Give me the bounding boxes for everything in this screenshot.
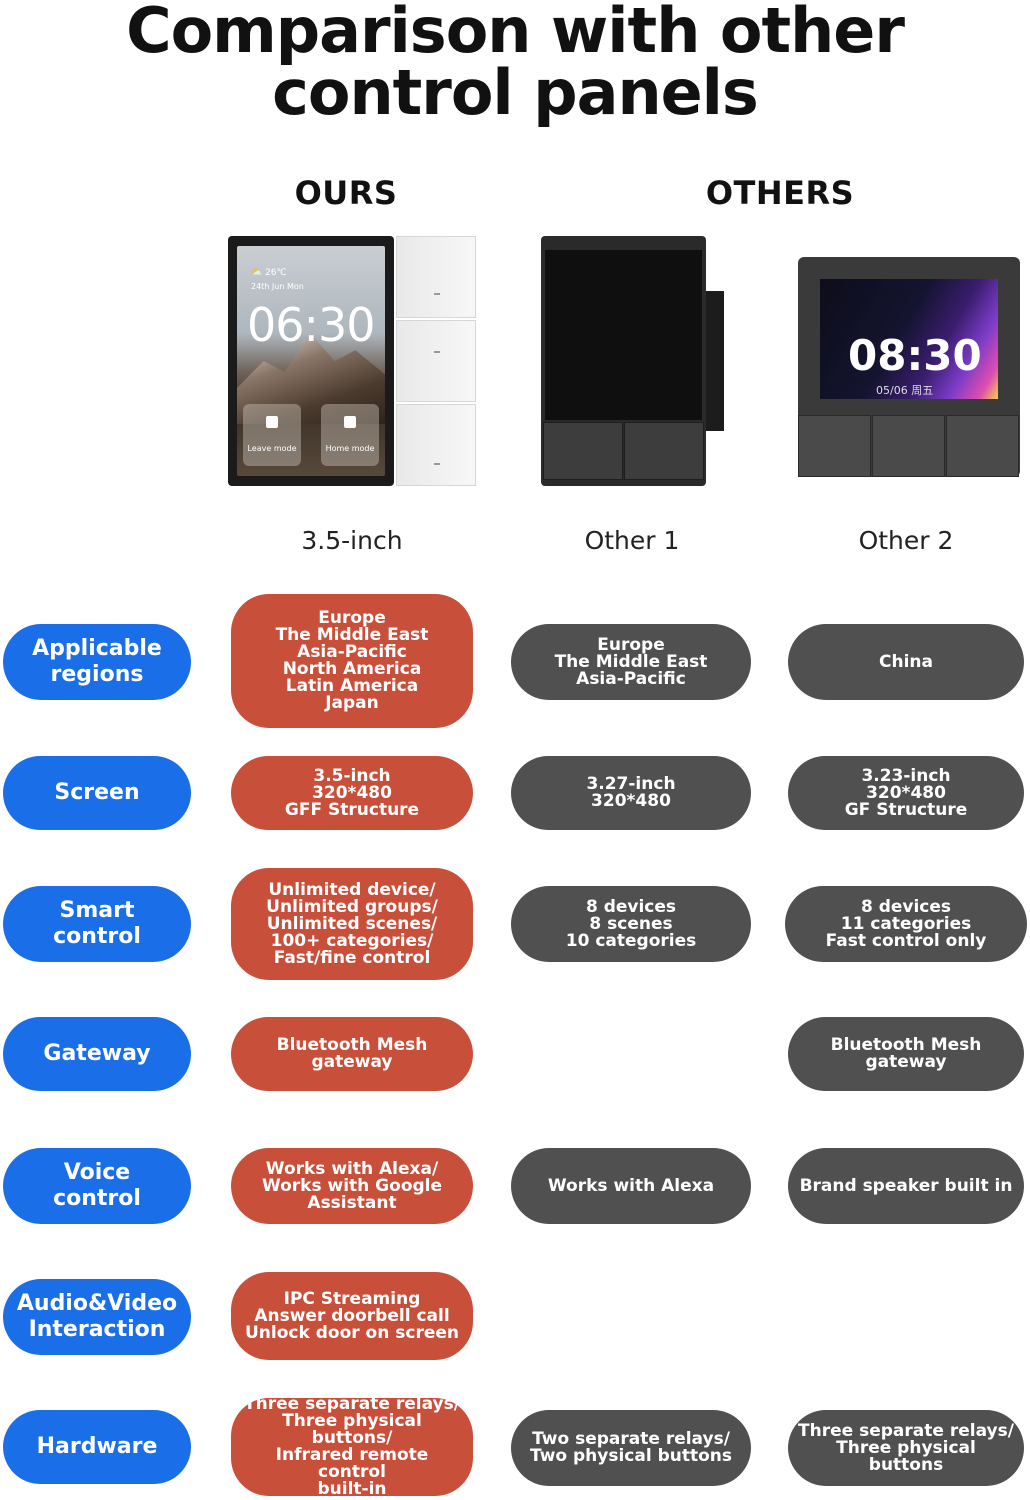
other1-screen: 3.27-inch 320*480: [511, 756, 751, 830]
ours-panel-display: ⛅ 26℃ 24th Jun Mon 06:30 Leave mode Home…: [237, 246, 385, 476]
ours-panel-image: ⛅ 26℃ 24th Jun Mon 06:30 Leave mode Home…: [228, 236, 476, 486]
clock-text: 06:30: [247, 298, 376, 352]
category-audio-video: Audio&Video Interaction: [3, 1279, 191, 1355]
date-text: 05/06 周五: [876, 384, 934, 397]
other2-screen: 3.23-inch 320*480 GF Structure: [788, 756, 1024, 830]
home-icon: [266, 416, 278, 428]
other1-applicable-regions: Europe The Middle East Asia-Pacific: [511, 624, 751, 700]
physical-button: [946, 415, 1019, 477]
other2-voice-control: Brand speaker built in: [788, 1148, 1024, 1224]
other1-hardware: Two separate relays/ Two physical button…: [511, 1410, 751, 1486]
ours-panel-screen: ⛅ 26℃ 24th Jun Mon 06:30 Leave mode Home…: [228, 236, 394, 486]
physical-button: [624, 422, 704, 480]
home-icon: [344, 416, 356, 428]
weather-readout: ⛅ 26℃: [251, 268, 287, 278]
other2-hardware: Three separate relays/ Three physical bu…: [788, 1410, 1024, 1486]
ours-heading: OURS: [294, 174, 398, 212]
panel-body: [541, 236, 706, 486]
leave-mode-label: Leave mode: [247, 444, 297, 453]
category-gateway: Gateway: [3, 1017, 191, 1091]
physical-button: [872, 415, 945, 477]
home-mode-label: Home mode: [325, 444, 375, 453]
other2-gateway: Bluetooth Mesh gateway: [788, 1017, 1024, 1091]
temperature-text: 26℃: [265, 268, 287, 278]
ours-hardware: Three separate relays/ Three physical bu…: [231, 1396, 473, 1498]
category-screen: Screen: [3, 756, 191, 830]
physical-button: [396, 236, 476, 318]
ours-smart-control: Unlimited device/ Unlimited groups/ Unli…: [231, 868, 473, 980]
clock-text: 08:30: [848, 331, 982, 380]
other1-voice-control: Works with Alexa: [511, 1148, 751, 1224]
other1-panel-image: [541, 236, 724, 486]
other2-panel-image: 08:30 05/06 周五: [798, 257, 1020, 477]
ours-voice-control: Works with Alexa/ Works with Google Assi…: [231, 1148, 473, 1224]
panel-body: 08:30 05/06 周五: [798, 257, 1020, 477]
title-line-2: control panels: [272, 56, 759, 129]
panel-side: [704, 291, 724, 431]
other1-product-label: Other 1: [584, 526, 680, 555]
other2-applicable-regions: China: [788, 624, 1024, 700]
category-voice-control: Voice control: [3, 1148, 191, 1224]
category-hardware: Hardware: [3, 1410, 191, 1484]
home-mode-tile: Home mode: [321, 404, 379, 466]
panel-screen: [545, 250, 702, 420]
ours-physical-buttons: [394, 236, 476, 486]
physical-button: [798, 415, 871, 477]
category-smart-control: Smart control: [3, 886, 191, 962]
category-applicable-regions: Applicable regions: [3, 624, 191, 700]
physical-button: [396, 320, 476, 402]
panel-screen: 08:30 05/06 周五: [820, 279, 998, 399]
leave-mode-tile: Leave mode: [243, 404, 301, 466]
other2-product-label: Other 2: [858, 526, 954, 555]
other2-smart-control: 8 devices 11 categories Fast control onl…: [785, 886, 1027, 962]
ours-product-label: 3.5-inch: [301, 526, 403, 555]
others-heading: OTHERS: [705, 174, 855, 212]
title-line-1: Comparison with other: [126, 0, 905, 67]
ours-applicable-regions: Europe The Middle East Asia-Pacific Nort…: [231, 594, 473, 728]
date-text: 24th Jun Mon: [251, 282, 304, 291]
other1-smart-control: 8 devices 8 scenes 10 categories: [511, 886, 751, 962]
physical-button: [396, 404, 476, 486]
ours-audio-video: IPC Streaming Answer doorbell call Unloc…: [231, 1272, 473, 1360]
ours-gateway: Bluetooth Mesh gateway: [231, 1017, 473, 1091]
ours-screen: 3.5-inch 320*480 GFF Structure: [231, 756, 473, 830]
physical-button: [543, 422, 623, 480]
